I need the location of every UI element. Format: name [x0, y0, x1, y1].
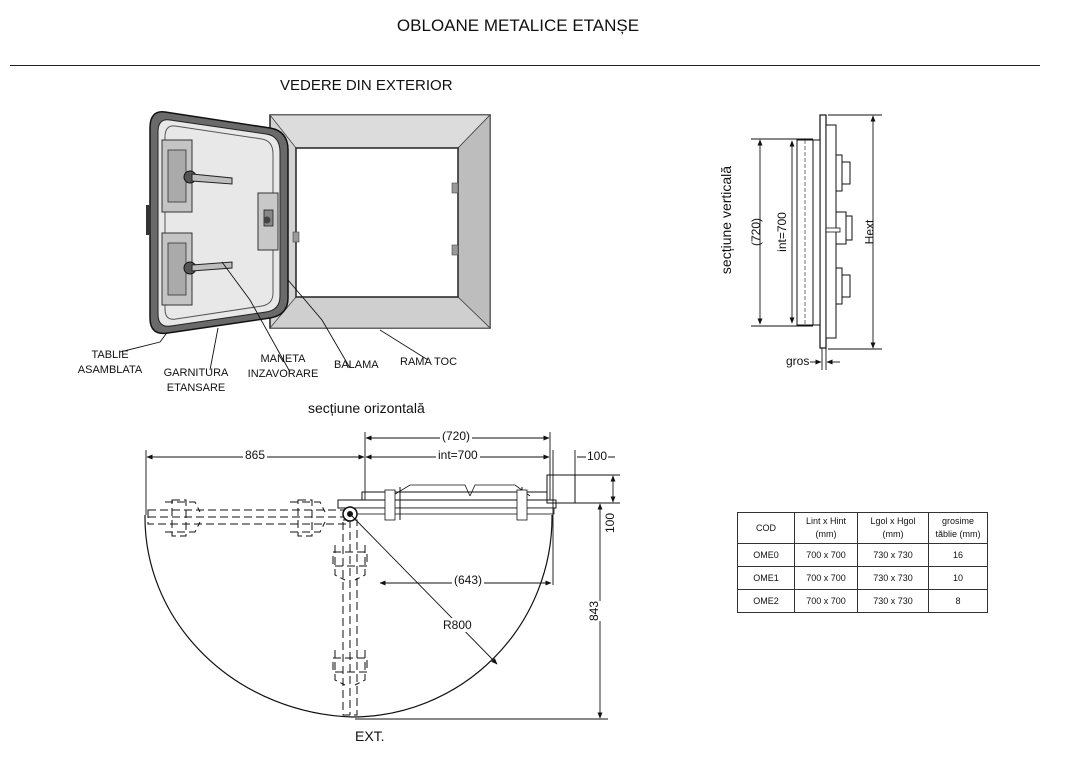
dim-vert-int700: int=700	[774, 212, 789, 252]
table-cell: 700 x 700	[794, 589, 858, 613]
table-cell: 8	[928, 589, 988, 613]
door-tablie-asamblata	[146, 111, 289, 335]
callout-garnitura-etansare: GARNITURA ETANSARE	[163, 367, 229, 394]
dim-horiz-100-side: 100	[603, 512, 618, 534]
exterior-view-title: VEDERE DIN EXTERIOR	[280, 77, 453, 94]
exterior-side-label: EXT.	[355, 728, 385, 744]
dim-horiz-int700: int=700	[436, 448, 480, 462]
table-header-lint: Lint x Hint(mm)	[794, 512, 858, 544]
callout-balama: BALAMA	[334, 359, 379, 371]
dim-vert-720: (720)	[749, 217, 764, 247]
table-cell: 730 x 730	[857, 543, 929, 567]
table-header-lgol: Lgol x Hgol(mm)	[857, 512, 929, 544]
dim-horiz-843: 843	[587, 600, 602, 622]
vertical-section-dimension-lines	[751, 114, 882, 370]
table-cell: 730 x 730	[857, 566, 929, 590]
horizontal-section-door-open-left	[147, 499, 349, 537]
table-cell: 700 x 700	[794, 543, 858, 567]
horizontal-section-frame	[337, 474, 576, 521]
table-cell: OME0	[737, 543, 795, 567]
hinge-pivot-center	[347, 511, 353, 517]
table-cell: 700 x 700	[794, 566, 858, 590]
table-cell: OME2	[737, 589, 795, 613]
table-row: OME0 700 x 700 730 x 730 16	[737, 543, 988, 567]
dim-horiz-100-top: 100	[586, 449, 609, 463]
dim-vert-gros: gros	[786, 354, 810, 368]
frame-rama-toc	[269, 114, 491, 329]
horizontal-section-swing-arc	[144, 514, 553, 718]
dim-vert-hext: Hext	[862, 219, 877, 245]
table-header-cod: COD	[737, 512, 795, 544]
vertical-section-profile	[796, 114, 853, 349]
vertical-section-title: secțiune verticală	[718, 165, 735, 275]
callout-tablie-asamblata: TABLIE ASAMBLATA	[77, 349, 143, 376]
table-row: OME1 700 x 700 730 x 730 10	[737, 566, 988, 590]
title-underline	[10, 65, 1040, 66]
dim-horiz-643: (643)	[452, 573, 485, 587]
dim-horiz-865: 865	[243, 448, 268, 462]
horizontal-section-door-open-down	[332, 519, 368, 716]
horizontal-section-title: secțiune orizontală	[308, 400, 425, 416]
callout-maneta-inzavorare: MANETA INZAVORARE	[247, 353, 319, 380]
drawing-title: OBLOANE METALICE ETANȘE	[396, 16, 640, 35]
table-header-row: COD Lint x Hint(mm) Lgol x Hgol(mm) gros…	[737, 512, 988, 544]
callout-rama-toc: RAMA TOC	[400, 356, 458, 368]
dim-horiz-r800: R800	[441, 618, 474, 632]
table-cell: 16	[928, 543, 988, 567]
exterior-callout-leaders	[119, 261, 429, 373]
table-cell: OME1	[737, 566, 795, 590]
table-row: OME2 700 x 700 730 x 730 8	[737, 589, 988, 613]
table-cell: 730 x 730	[857, 589, 929, 613]
dim-horiz-720: (720)	[440, 429, 473, 443]
spec-table: COD Lint x Hint(mm) Lgol x Hgol(mm) gros…	[737, 512, 988, 613]
table-cell: 10	[928, 566, 988, 590]
